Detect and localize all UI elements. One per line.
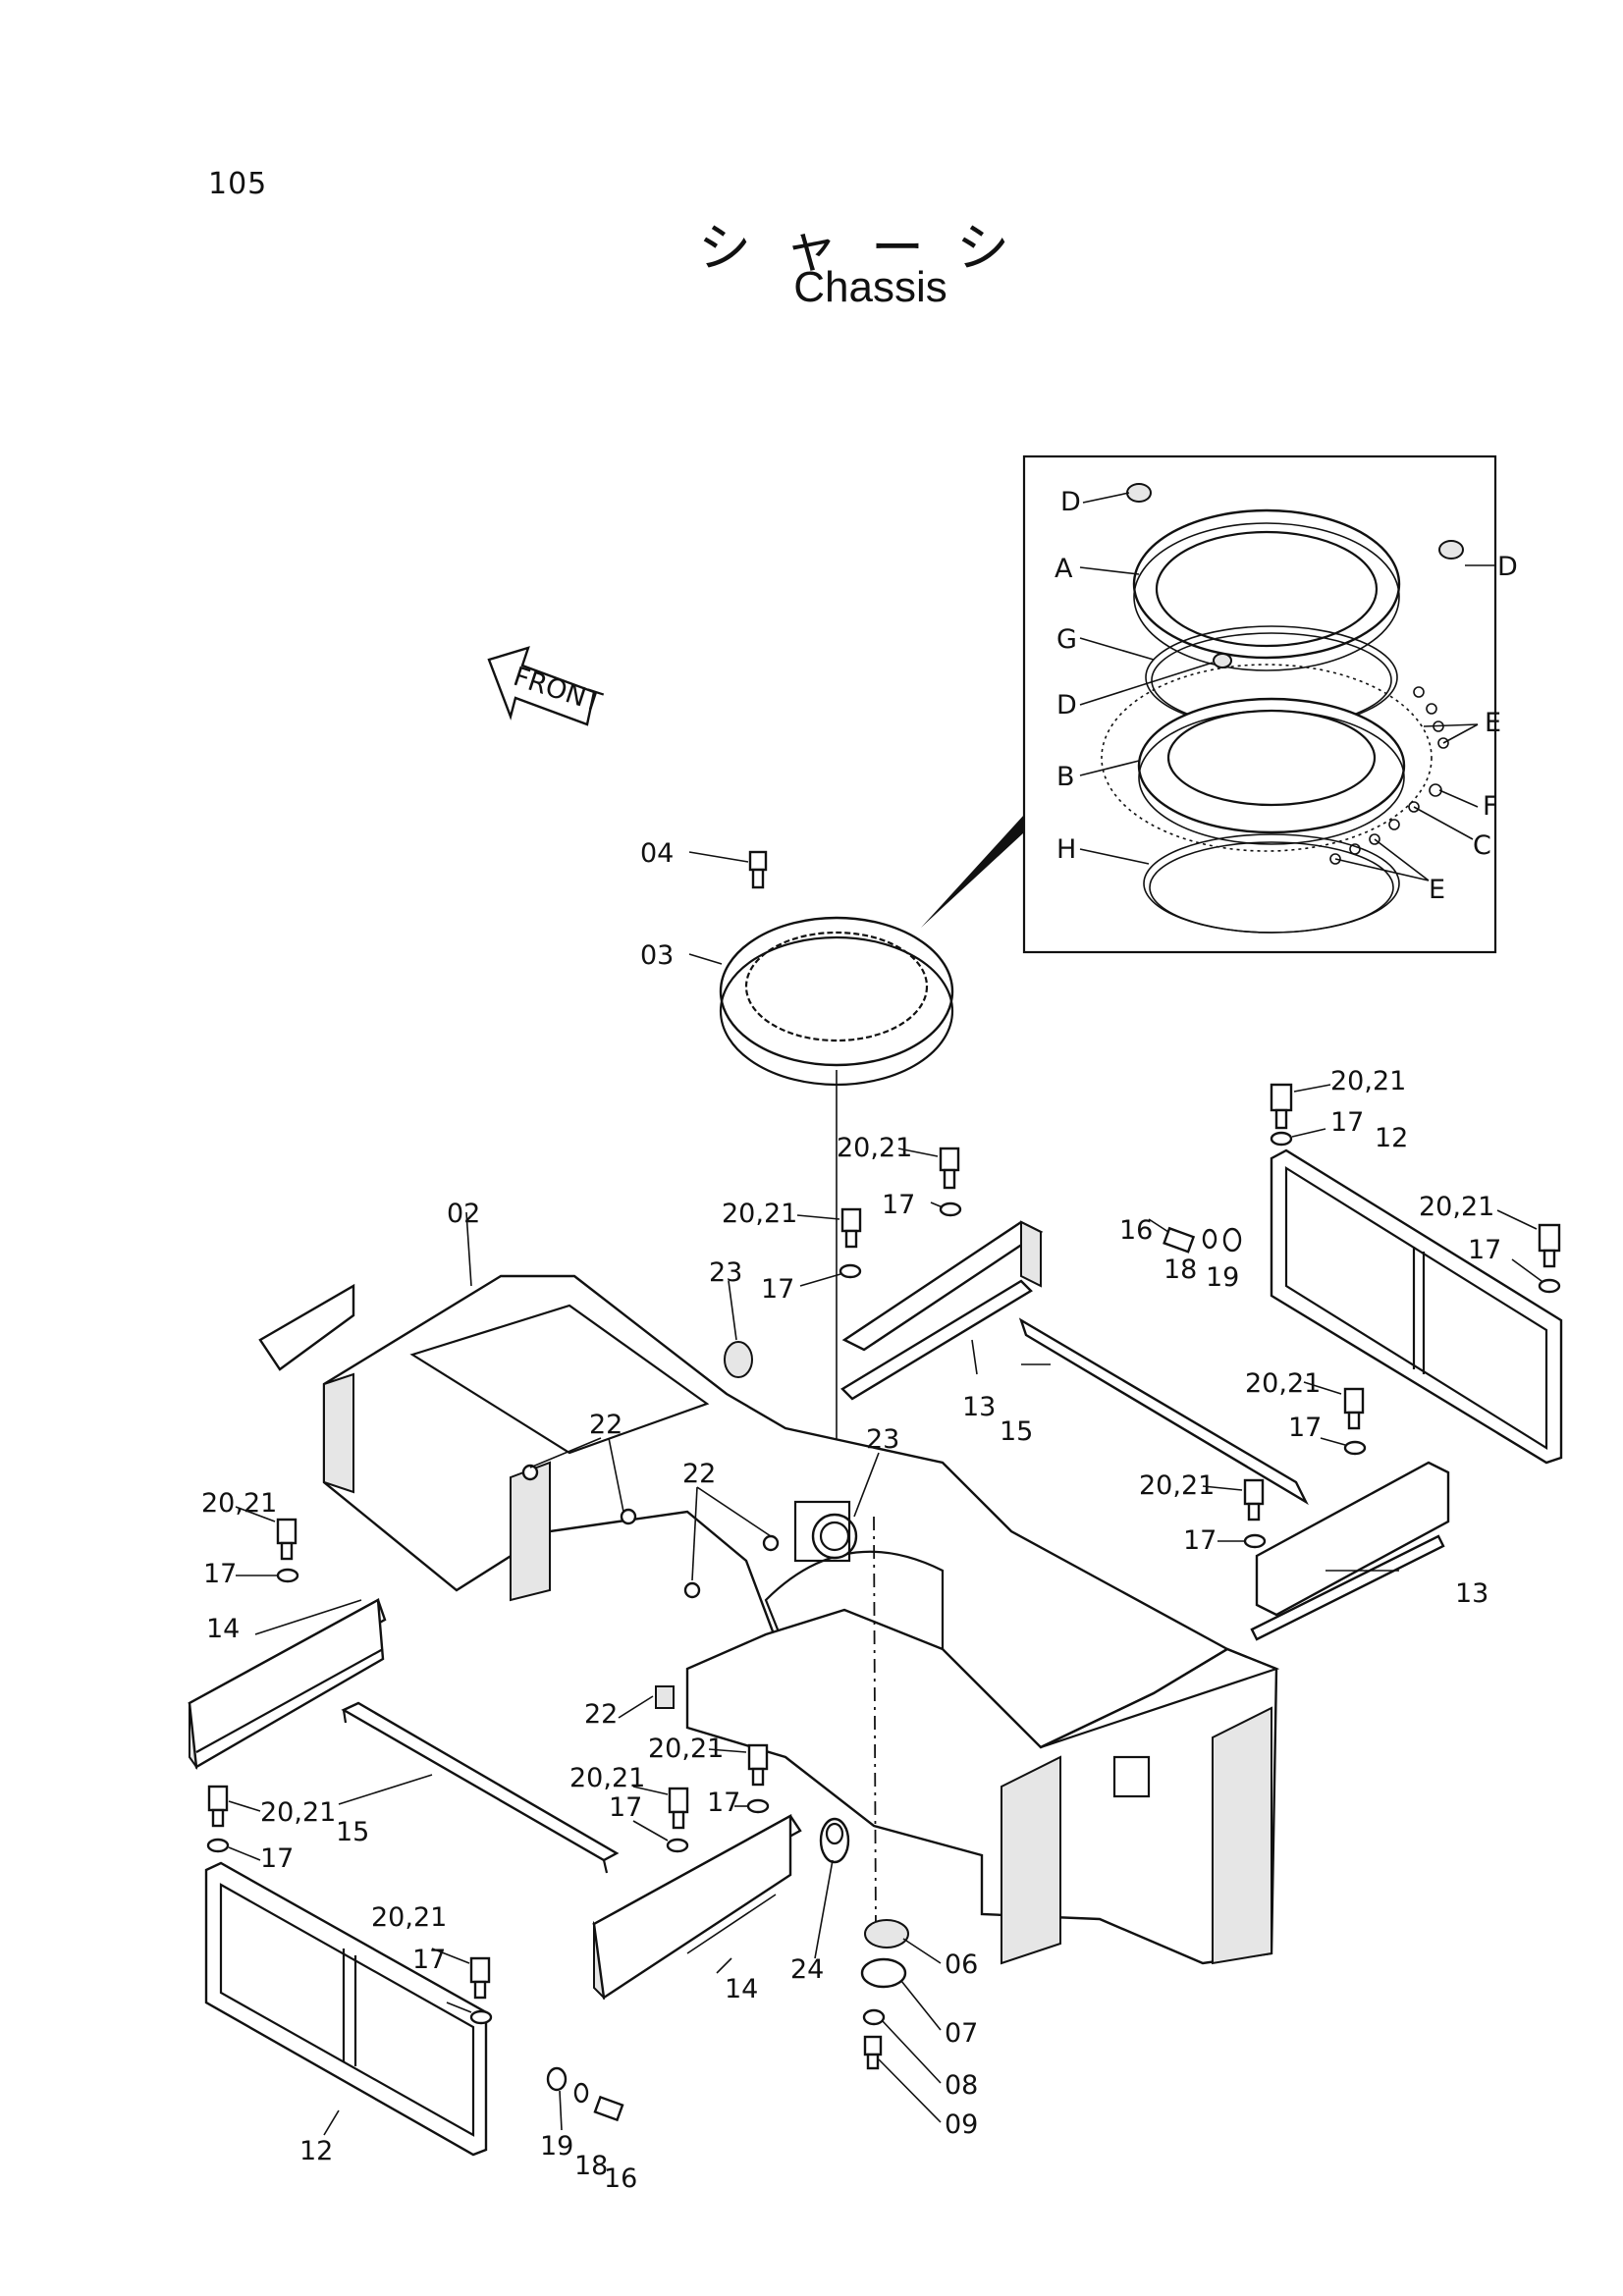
label-18-lower: 18 [574, 2151, 608, 2181]
front-arrow: FRONT [487, 646, 606, 726]
upper-right-pin [1148, 1218, 1242, 1254]
lower-left-pin [546, 2066, 624, 2131]
page-title-japanese: シャーシ [698, 217, 1043, 279]
label-04: 04 [640, 838, 674, 869]
part-23-upper [724, 1280, 753, 1378]
label-2021-middle-right-a: 20,21 [1245, 1368, 1321, 1399]
label-12-upper: 12 [1375, 1123, 1408, 1153]
lower-middle-fasteners [592, 1743, 802, 2001]
label-13-lower: 13 [1455, 1578, 1488, 1609]
label-17-lower-left-a: 17 [260, 1843, 294, 1874]
label-17-lower-middle-b: 17 [609, 1792, 642, 1823]
label-F: F [1483, 791, 1498, 822]
label-03: 03 [640, 940, 674, 971]
label-D-mid: D [1056, 690, 1077, 721]
label-A: A [1055, 554, 1073, 584]
label-19-upper: 19 [1206, 1262, 1239, 1293]
label-17-upper-middle-a: 17 [882, 1190, 915, 1220]
label-24: 24 [790, 1954, 824, 1985]
label-17-middle-right-b: 17 [1183, 1525, 1217, 1556]
label-2021-middle-right-b: 20,21 [1139, 1470, 1215, 1501]
label-D-right: D [1497, 552, 1518, 582]
label-C: C [1473, 830, 1491, 861]
label-2021-upper-right-b: 20,21 [1419, 1192, 1494, 1222]
label-23-lower: 23 [866, 1424, 899, 1455]
label-E-top: E [1485, 708, 1501, 738]
label-14-lower: 14 [725, 1974, 758, 2004]
label-19-lower: 19 [540, 2131, 573, 2162]
label-15-upper: 15 [1000, 1416, 1033, 1447]
label-16-upper: 16 [1119, 1215, 1153, 1246]
label-16-lower: 16 [604, 2163, 637, 2194]
label-D-top: D [1060, 487, 1081, 517]
label-14-upper: 14 [206, 1614, 240, 1644]
label-22-c: 22 [584, 1699, 618, 1730]
label-17-lower-middle-a: 17 [707, 1788, 740, 1818]
label-2021-lower-middle-a: 20,21 [648, 1734, 724, 1764]
label-2021-lower-left-b: 20,21 [371, 1902, 447, 1933]
label-02: 02 [447, 1199, 480, 1229]
label-2021-left: 20,21 [201, 1488, 277, 1519]
main-frame-02 [258, 1211, 1280, 1965]
label-15-lower: 15 [336, 1817, 369, 1847]
label-18-upper: 18 [1163, 1255, 1197, 1285]
label-17-middle-right-a: 17 [1288, 1413, 1322, 1443]
label-22-a: 22 [589, 1410, 622, 1440]
label-12-lower: 12 [299, 2136, 333, 2166]
right-step-frame-12 [1270, 1083, 1563, 1465]
label-2021-upper-middle-b: 20,21 [722, 1199, 797, 1229]
left-fasteners-14 [188, 1506, 387, 1771]
label-13-upper: 13 [962, 1392, 996, 1422]
label-G: G [1056, 624, 1077, 655]
upper-middle-fasteners [796, 1147, 1309, 1506]
swing-bearing-03 [688, 850, 954, 1453]
label-08: 08 [945, 2070, 978, 2101]
drain-cover-parts [814, 1516, 942, 2123]
label-23-upper: 23 [709, 1257, 742, 1288]
label-17-lower-left-b: 17 [412, 1945, 446, 1975]
label-17-upper-right-a: 17 [1330, 1107, 1364, 1138]
label-22-b: 22 [682, 1459, 716, 1489]
lower-left-bar-15 [338, 1701, 620, 1874]
bearing-detail-inset [921, 454, 1497, 954]
label-17-upper-middle-b: 17 [761, 1274, 794, 1305]
label-B: B [1056, 762, 1075, 792]
label-2021-upper-middle-a: 20,21 [837, 1133, 912, 1163]
page-title-english: Chassis [793, 263, 947, 311]
label-17-left: 17 [203, 1559, 237, 1589]
middle-right-fasteners [1202, 1381, 1450, 1641]
label-2021-upper-right-a: 20,21 [1330, 1066, 1406, 1096]
label-06: 06 [945, 1949, 978, 1980]
label-H: H [1056, 834, 1076, 865]
label-2021-lower-left-a: 20,21 [260, 1797, 336, 1828]
left-step-frame-12 [204, 1785, 493, 2157]
page-number: 105 [208, 167, 268, 201]
label-07: 07 [945, 2018, 978, 2049]
label-17-upper-right-b: 17 [1468, 1235, 1501, 1265]
label-09: 09 [945, 2109, 978, 2140]
label-2021-lower-middle-b: 20,21 [569, 1763, 645, 1793]
label-E-bottom: E [1429, 875, 1445, 905]
